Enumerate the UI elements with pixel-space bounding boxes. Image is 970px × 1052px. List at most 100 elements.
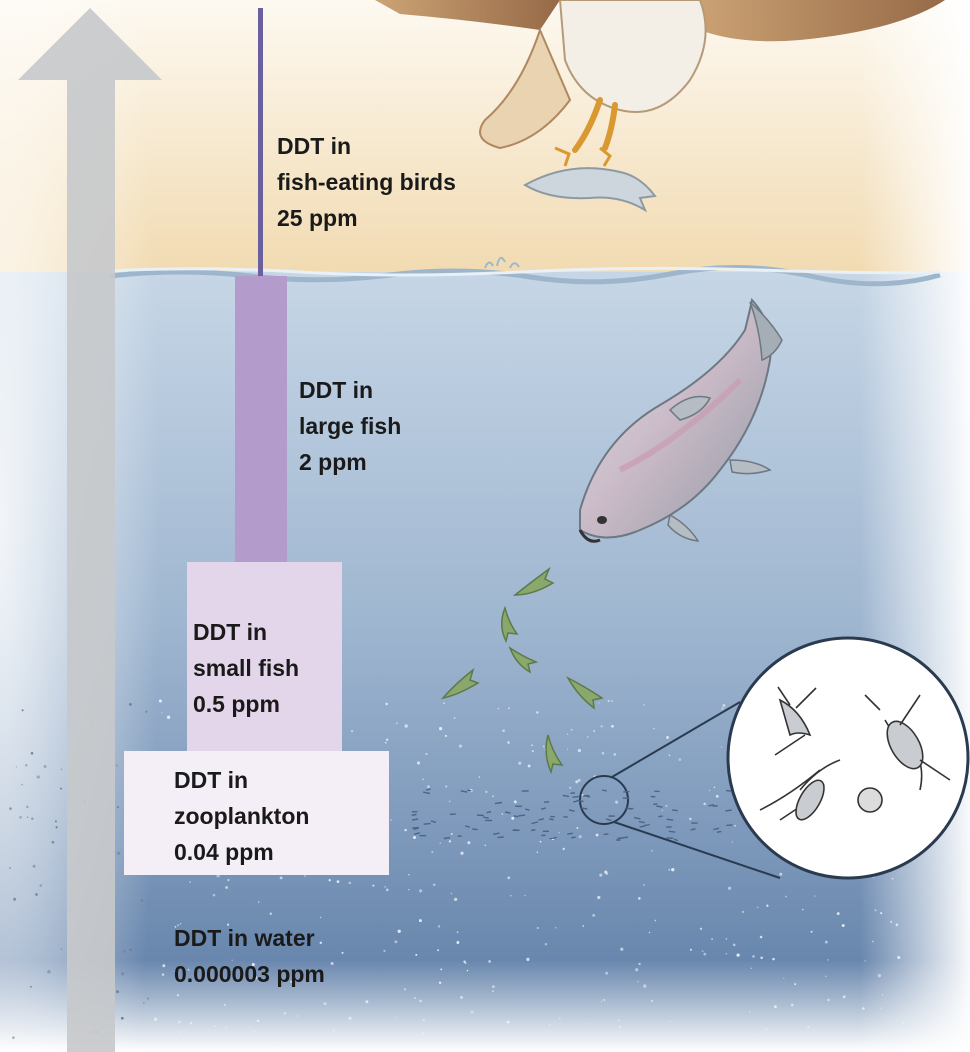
water-particle bbox=[324, 1002, 327, 1005]
zooplankton-dot bbox=[586, 796, 591, 797]
water-particle bbox=[214, 1025, 216, 1027]
water-particle bbox=[408, 874, 409, 875]
water-particle bbox=[736, 953, 739, 956]
water-particle bbox=[679, 758, 682, 761]
water-particle bbox=[121, 972, 124, 975]
water-particle bbox=[178, 1021, 181, 1024]
water-particle bbox=[578, 779, 581, 782]
water-particle bbox=[249, 1029, 250, 1030]
water-particle bbox=[670, 1021, 671, 1022]
water-particle bbox=[714, 787, 715, 788]
water-particle bbox=[438, 925, 440, 927]
water-particle bbox=[571, 729, 573, 731]
water-particle bbox=[427, 785, 430, 788]
water-particle bbox=[601, 725, 603, 727]
water-particle bbox=[588, 1023, 589, 1024]
water-particle bbox=[827, 999, 829, 1001]
water-particle bbox=[559, 1018, 561, 1020]
water-particle bbox=[882, 994, 883, 995]
water-particle bbox=[141, 899, 143, 901]
water-particle bbox=[526, 958, 529, 961]
water-particle bbox=[880, 912, 882, 914]
water-particle bbox=[213, 894, 216, 897]
water-particle bbox=[372, 885, 374, 887]
water-particle bbox=[414, 997, 416, 999]
water-particle bbox=[404, 829, 406, 831]
water-particle bbox=[439, 727, 442, 730]
water-particle bbox=[61, 948, 62, 949]
water-particle bbox=[575, 780, 578, 783]
water-particle bbox=[635, 968, 638, 971]
water-particle bbox=[149, 906, 150, 907]
water-particle bbox=[349, 1017, 352, 1020]
water-particle bbox=[608, 700, 610, 702]
zooplankton-dot bbox=[567, 833, 573, 834]
zooplankton-dot bbox=[672, 810, 678, 811]
water-particle bbox=[502, 729, 505, 732]
water-particle bbox=[611, 700, 613, 702]
zooplankton-dot bbox=[563, 795, 569, 796]
water-particle bbox=[297, 1015, 299, 1017]
water-particle bbox=[320, 917, 321, 918]
water-particle bbox=[415, 954, 417, 956]
water-particle bbox=[596, 834, 599, 837]
water-particle bbox=[385, 703, 387, 705]
water-particle bbox=[449, 801, 450, 802]
label-small-fish-line1: DDT in bbox=[193, 614, 299, 650]
water-particle bbox=[733, 943, 736, 946]
water-particle bbox=[508, 707, 510, 709]
water-particle bbox=[825, 976, 826, 977]
zooplankton-dot bbox=[667, 819, 674, 820]
water-particle bbox=[385, 742, 387, 744]
water-particle bbox=[485, 791, 487, 793]
water-particle bbox=[872, 941, 874, 943]
zooplankton-dot bbox=[426, 789, 430, 790]
water-particle bbox=[587, 736, 588, 737]
water-particle bbox=[116, 765, 118, 767]
water-particle bbox=[454, 717, 456, 719]
water-particle bbox=[892, 878, 894, 880]
water-particle bbox=[25, 764, 27, 766]
zooplankton-dot bbox=[617, 838, 622, 839]
water-particle bbox=[394, 940, 397, 943]
water-particle bbox=[439, 982, 441, 984]
water-particle bbox=[668, 869, 670, 871]
water-particle bbox=[190, 1022, 193, 1025]
water-particle bbox=[502, 813, 504, 815]
bar-birds bbox=[258, 8, 263, 276]
zooplankton-dot bbox=[622, 837, 629, 838]
water-particle bbox=[524, 895, 525, 896]
water-particle bbox=[425, 753, 427, 755]
label-birds-line1: DDT in bbox=[277, 128, 456, 164]
water-particle bbox=[593, 730, 595, 732]
water-particle bbox=[47, 970, 50, 973]
water-particle bbox=[384, 886, 386, 888]
water-particle bbox=[460, 996, 463, 999]
water-particle bbox=[404, 988, 406, 990]
water-particle bbox=[721, 746, 723, 748]
water-particle bbox=[537, 927, 539, 929]
zooplankton-dot bbox=[653, 804, 657, 805]
water-particle bbox=[19, 816, 22, 819]
water-particle bbox=[177, 994, 179, 996]
water-particle bbox=[9, 867, 11, 869]
zooplankton-dot bbox=[412, 815, 417, 816]
water-particle bbox=[811, 931, 813, 933]
water-particle bbox=[536, 711, 538, 713]
water-particle bbox=[470, 1011, 473, 1014]
water-particle bbox=[123, 950, 126, 953]
water-particle bbox=[440, 842, 441, 843]
water-particle bbox=[563, 848, 565, 850]
water-particle bbox=[9, 807, 12, 810]
water-particle bbox=[651, 1000, 653, 1002]
water-particle bbox=[225, 886, 228, 889]
water-particle bbox=[532, 750, 534, 752]
water-particle bbox=[438, 1036, 441, 1039]
water-particle bbox=[611, 725, 614, 728]
zooplankton-dot bbox=[669, 831, 675, 832]
water-particle bbox=[728, 887, 731, 890]
bottom-fade bbox=[0, 960, 970, 1052]
label-zooplankton-line2: zooplankton bbox=[174, 798, 309, 834]
zooplankton-dot bbox=[450, 814, 456, 815]
water-particle bbox=[419, 889, 422, 892]
